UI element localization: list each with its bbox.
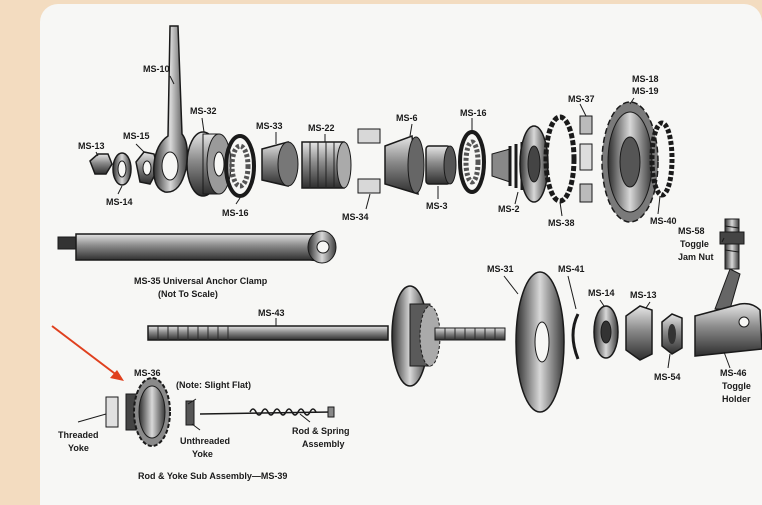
- label-ms-58: MS-58: [678, 226, 705, 236]
- label-ms-54: MS-54: [654, 372, 681, 382]
- label-ms-2: MS-2: [498, 204, 520, 214]
- label-unthreaded-yoke-2: Yoke: [192, 449, 213, 459]
- label-toggle-holder-1: Toggle: [722, 381, 751, 391]
- part-ms-31-disc: [515, 271, 565, 413]
- label-ms-16-b: MS-16: [460, 108, 487, 118]
- label-ms-19: MS-19: [632, 86, 659, 96]
- label-ms-13: MS-13: [78, 141, 105, 151]
- part-ms-41-snap-ring: [571, 313, 580, 360]
- part-ms-33-cone: [261, 141, 299, 187]
- part-ms-43-axle: [147, 285, 506, 387]
- label-ms-32: MS-32: [190, 106, 217, 116]
- part-ms-37-balls: [579, 115, 593, 203]
- part-ms-58-toggle-jam-nut: [714, 218, 745, 310]
- label-toggle-holder-2: Holder: [722, 394, 751, 404]
- part-ms-2-driver: [491, 125, 549, 203]
- part-ms-16-bearing: [224, 134, 256, 198]
- label-ms-15: MS-15: [123, 131, 150, 141]
- label-ms-10: MS-10: [143, 64, 170, 74]
- label-unthreaded-yoke-1: Unthreaded: [180, 436, 230, 446]
- leader-lines: [77, 75, 731, 431]
- part-ms-13-nut-2: [625, 305, 653, 361]
- part-ms-36-gear: [125, 377, 171, 447]
- part-labels: MS-10 MS-13 MS-15 MS-14 MS-32 MS-16 MS-3…: [58, 64, 751, 481]
- label-ms-14: MS-14: [106, 197, 133, 207]
- label-ms-36: MS-36: [134, 368, 161, 378]
- part-ms-34-key: [357, 128, 381, 194]
- label-ms-40: MS-40: [650, 216, 677, 226]
- part-ms-6-clutch: [384, 134, 425, 196]
- part-ms-16-bearing-2: [458, 130, 486, 194]
- part-ms-38-bearing: [543, 114, 577, 204]
- label-toggle-jam-nut-1: Toggle: [680, 239, 709, 249]
- part-ms-13-nut: [89, 153, 113, 175]
- label-ms-16: MS-16: [222, 208, 249, 218]
- part-rod-spring: [199, 406, 335, 418]
- part-ms-54-nut: [661, 313, 683, 355]
- label-slight-flat: (Note: Slight Flat): [176, 380, 251, 390]
- label-rod-spring-2: Assembly: [302, 439, 345, 449]
- label-ms-18: MS-18: [632, 74, 659, 84]
- label-ms-43: MS-43: [258, 308, 285, 318]
- label-ms-22: MS-22: [308, 123, 335, 133]
- label-ms-33: MS-33: [256, 121, 283, 131]
- part-ms-3-nut: [425, 145, 457, 185]
- label-ms-14-b: MS-14: [588, 288, 615, 298]
- label-ms-34: MS-34: [342, 212, 369, 222]
- part-ms-32-cone: [186, 131, 232, 197]
- label-ms-6: MS-6: [396, 113, 418, 123]
- label-ms-31: MS-31: [487, 264, 514, 274]
- label-sub-assembly: Rod & Yoke Sub Assembly—MS-39: [138, 471, 287, 481]
- label-toggle-jam-nut-2: Jam Nut: [678, 252, 714, 262]
- part-ms-10-lever: [152, 25, 189, 193]
- label-rod-spring-1: Rod & Spring: [292, 426, 350, 436]
- red-pointer-arrow: [51, 325, 124, 381]
- label-threaded-yoke-2: Yoke: [68, 443, 89, 453]
- label-ms-38: MS-38: [548, 218, 575, 228]
- label-ms-35: MS-35 Universal Anchor Clamp: [134, 276, 268, 286]
- part-ms-35-anchor-clamp: [57, 230, 337, 264]
- label-ms-46: MS-46: [720, 368, 747, 378]
- label-threaded-yoke-1: Threaded: [58, 430, 99, 440]
- part-ms-18-sprocket: [601, 101, 659, 223]
- part-ms-14-washer: [112, 152, 132, 186]
- part-unthreaded-yoke: [185, 400, 195, 426]
- label-ms-35-note: (Not To Scale): [158, 289, 218, 299]
- part-ms-22-sleeve: [301, 141, 352, 189]
- label-ms-37: MS-37: [568, 94, 595, 104]
- label-ms-13-b: MS-13: [630, 290, 657, 300]
- label-ms-3: MS-3: [426, 201, 448, 211]
- label-ms-41: MS-41: [558, 264, 585, 274]
- part-threaded-yoke: [105, 396, 119, 428]
- part-ms-14-washer-2: [593, 305, 619, 359]
- part-ms-46-toggle-holder: [694, 302, 762, 357]
- part-ms-40-bearing: [649, 120, 675, 198]
- exploded-parts-diagram: MS-10 MS-13 MS-15 MS-14 MS-32 MS-16 MS-3…: [51, 25, 762, 481]
- catalog-page: MS-10 MS-13 MS-15 MS-14 MS-32 MS-16 MS-3…: [40, 4, 762, 505]
